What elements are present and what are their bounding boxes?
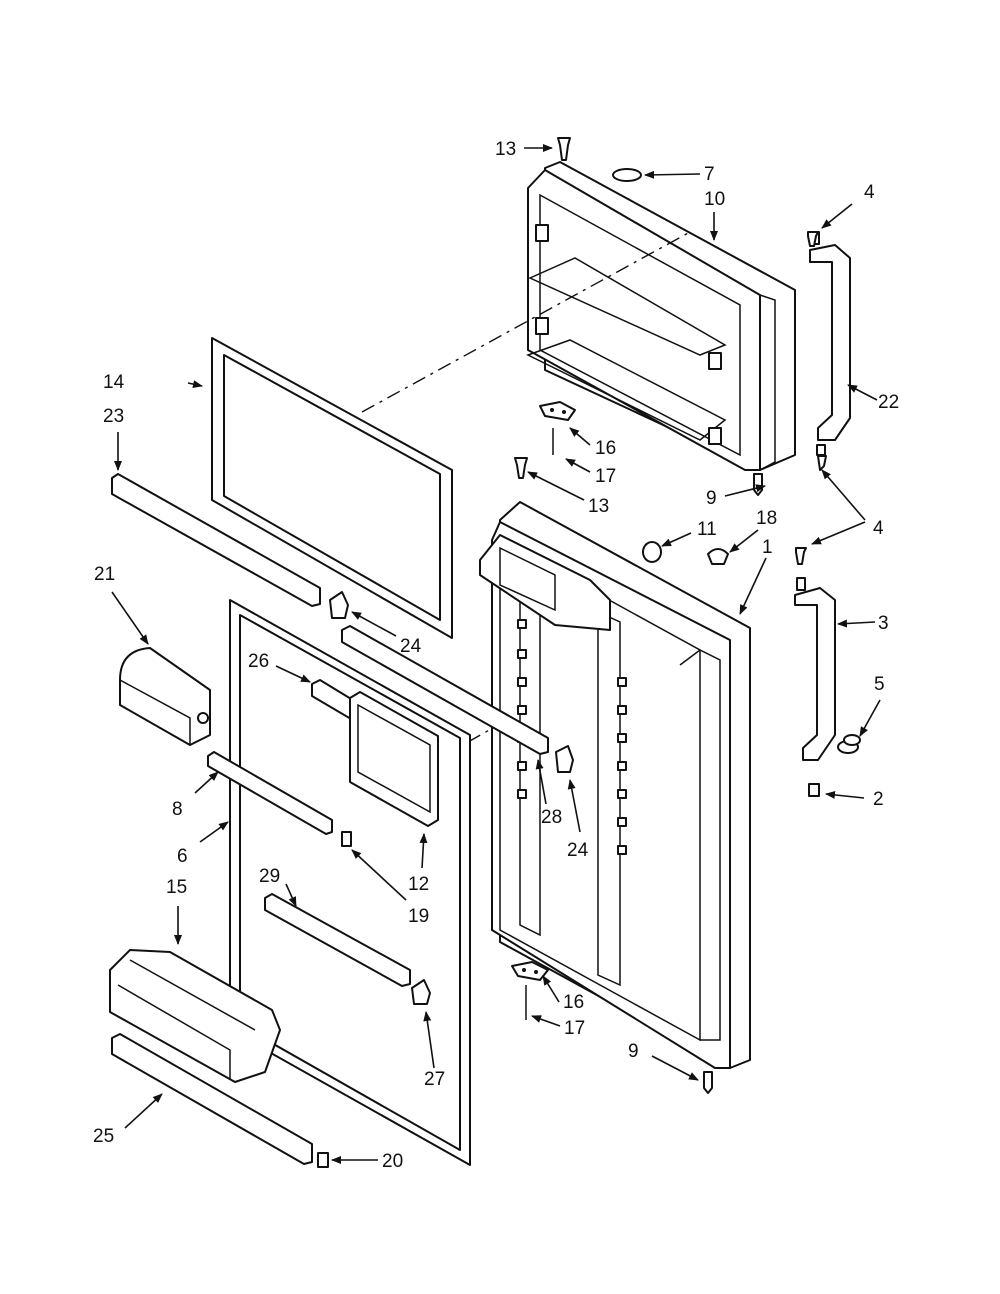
screw-9-bottom: [703, 1071, 713, 1094]
callout-15: 15: [166, 877, 187, 898]
screw-4-mid: [817, 455, 827, 471]
hinge-pin-13-mid: [514, 457, 528, 479]
callout-9-bottom: 9: [628, 1041, 639, 1062]
callout-6: 6: [177, 846, 188, 867]
shelf-bar-29: [264, 893, 411, 987]
shelf-bar-upper-right: [341, 625, 549, 755]
callout-17-bottom: 17: [564, 1018, 585, 1039]
callout-24-upper: 24: [400, 636, 422, 657]
callout-19: 19: [408, 906, 429, 927]
callout-5: 5: [874, 674, 885, 695]
plug-18: [707, 548, 729, 565]
freezer-handle: [809, 231, 851, 456]
callout-28: 28: [541, 807, 562, 828]
shelf-clip-27: [411, 979, 431, 1005]
shelf-bar-8: [207, 751, 333, 835]
callout-1: 1: [762, 537, 773, 558]
callout-2: 2: [873, 789, 884, 810]
callout-12: 12: [408, 874, 429, 895]
cam-16-bottom: [511, 961, 549, 981]
refrigerator-handle: [794, 577, 859, 797]
screw-4-top: [807, 231, 819, 247]
callout-17-top: 17: [595, 466, 616, 487]
callout-13-top: 13: [495, 139, 516, 160]
freezer-door: [526, 161, 796, 471]
bottom-trim-25: [111, 1033, 313, 1165]
shelf-clip-24-upper: [329, 591, 349, 619]
callout-18: 18: [756, 508, 777, 529]
callout-20: 20: [382, 1151, 403, 1172]
callout-4-top: 4: [864, 182, 875, 203]
callout-22: 22: [878, 392, 899, 413]
callout-9-top: 9: [706, 488, 717, 509]
shelf-bar-23: [111, 473, 321, 607]
callout-labels: 13 7 10 4 14 22 23 16 17 9 13 4 11 18 1 …: [93, 139, 899, 1172]
door-bin: [109, 949, 281, 1083]
shelf-clip-24-lower: [555, 745, 574, 773]
freezer-door-gasket: [211, 337, 453, 639]
door-stop-11: [642, 541, 662, 563]
screw-4-low: [795, 547, 807, 565]
callout-16-bottom: 16: [563, 992, 584, 1013]
callout-11: 11: [697, 519, 717, 540]
trim-cap-20: [317, 1152, 329, 1168]
callout-16-top: 16: [595, 438, 616, 459]
cam-16-top: [539, 401, 576, 421]
callout-29: 29: [259, 866, 280, 887]
hinge-pin-13-top: [557, 137, 571, 161]
callout-10: 10: [704, 189, 725, 210]
leader-lines: [111, 144, 881, 1164]
callout-23: 23: [103, 406, 124, 427]
callout-25: 25: [93, 1126, 114, 1147]
callout-13-mid: 13: [588, 496, 609, 517]
callout-4-mid: 4: [873, 518, 884, 539]
callout-7: 7: [704, 164, 715, 185]
butter-compartment-door: [349, 691, 439, 827]
dairy-bin: [119, 647, 211, 746]
callout-8: 8: [172, 799, 183, 820]
callout-26: 26: [248, 651, 269, 672]
callout-24-lower: 24: [567, 840, 589, 861]
callout-3: 3: [878, 613, 889, 634]
shelf-clip-19: [341, 831, 352, 847]
screw-9-top: [753, 473, 763, 496]
callout-14: 14: [103, 372, 125, 393]
stop-7: [612, 168, 642, 182]
callout-21: 21: [94, 564, 115, 585]
callout-27: 27: [424, 1069, 445, 1090]
hinge-bushing-5: [843, 734, 861, 746]
fresh-food-door: [479, 501, 751, 1069]
